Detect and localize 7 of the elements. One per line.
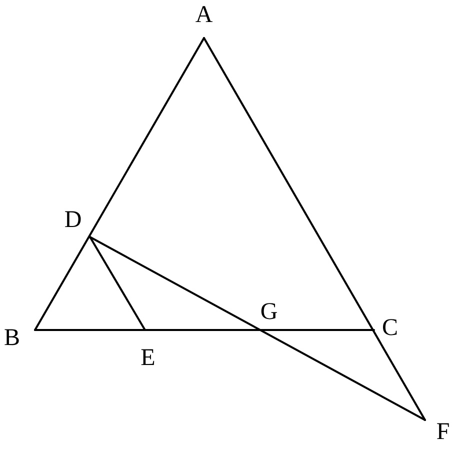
point-label: D (64, 208, 82, 232)
point-label: F (436, 420, 450, 444)
point-label: A (195, 3, 213, 27)
point-label: E (140, 346, 156, 370)
point-label: B (4, 326, 20, 350)
point-label: G (260, 300, 278, 324)
point-label: C (382, 316, 398, 340)
